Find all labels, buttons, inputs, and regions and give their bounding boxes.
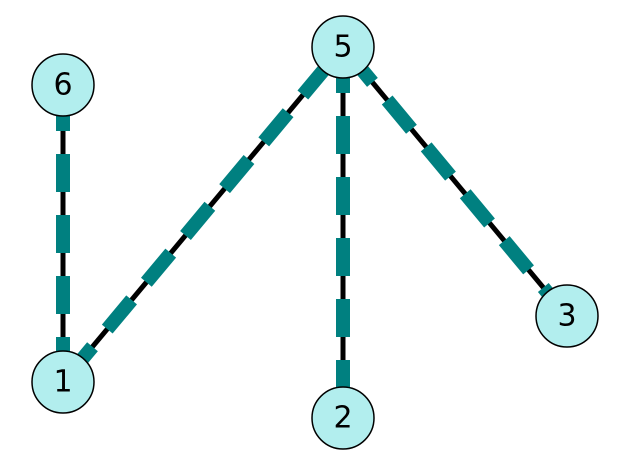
- node-5: 5: [311, 15, 375, 79]
- node-3: 3: [535, 284, 599, 348]
- node-1: 1: [31, 350, 95, 414]
- node-circle: [31, 53, 95, 117]
- nodes-layer: 6 5 1 2 3: [31, 15, 599, 450]
- edges-layer: [56, 42, 573, 418]
- node-2: 2: [311, 386, 375, 450]
- node-circle: [31, 350, 95, 414]
- node-circle: [311, 386, 375, 450]
- node-circle: [311, 15, 375, 79]
- node-label: 3: [557, 299, 576, 334]
- edge-dash-overlay: [57, 42, 349, 387]
- node-label: 6: [53, 68, 72, 103]
- edge-1-5: [57, 42, 349, 387]
- edge-5-3: [337, 42, 573, 321]
- node-label: 5: [333, 30, 352, 65]
- edge-line: [341, 45, 569, 318]
- node-6: 6: [31, 53, 95, 117]
- node-label: 2: [333, 401, 352, 436]
- node-label: 1: [53, 365, 72, 400]
- node-circle: [535, 284, 599, 348]
